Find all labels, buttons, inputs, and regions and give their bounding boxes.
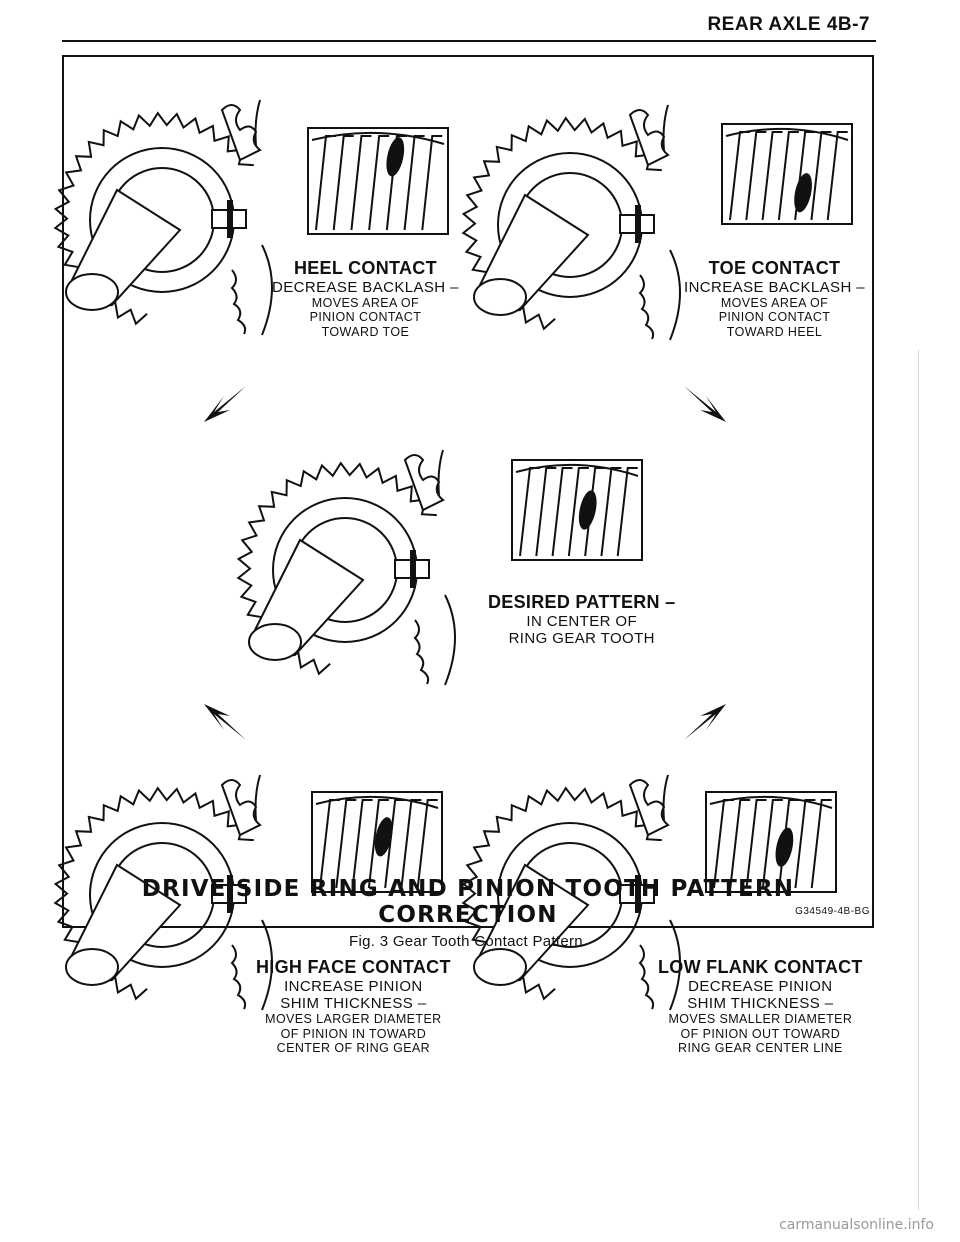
watermark: carmanualsonline.info bbox=[779, 1217, 934, 1233]
margin-rule bbox=[918, 350, 919, 1210]
gear-assembly-icon bbox=[53, 774, 273, 1011]
tooth-pattern-icon bbox=[705, 791, 837, 893]
low-flank-line2: SHIM THICKNESS – bbox=[687, 994, 834, 1012]
low-flank-line5: RING GEAR CENTER LINE bbox=[678, 1040, 843, 1055]
desired-pattern-label: DESIRED PATTERN – IN CENTER OF RING GEAR… bbox=[488, 592, 675, 647]
page-header: REAR AXLE 4B-7 bbox=[707, 14, 870, 35]
figure-frame bbox=[62, 55, 874, 928]
heel-line1: DECREASE BACKLASH – bbox=[272, 278, 459, 296]
desired-line2: RING GEAR TOOTH bbox=[508, 629, 655, 647]
tooth-pattern-icon bbox=[311, 791, 443, 893]
high-face-line2: SHIM THICKNESS – bbox=[280, 994, 427, 1012]
tooth-pattern-icon bbox=[511, 459, 643, 561]
tooth-pattern-icon bbox=[307, 127, 449, 235]
toe-line1: INCREASE BACKLASH – bbox=[684, 278, 865, 296]
tooth-pattern-icon bbox=[721, 123, 853, 225]
toe-line2: MOVES AREA OF bbox=[720, 295, 829, 310]
high-face-line3: MOVES LARGER DIAMETER bbox=[265, 1012, 442, 1027]
gear-assembly-icon bbox=[53, 99, 273, 336]
arrow-icon bbox=[684, 386, 726, 422]
heel-title: HEEL CONTACT bbox=[293, 258, 437, 278]
heel-line3: PINION CONTACT bbox=[309, 310, 422, 325]
heel-line2: MOVES AREA OF bbox=[311, 295, 420, 310]
arrow-icon bbox=[204, 704, 246, 740]
figure-title: DRIVE SIDE RING AND PINION TOOTH PATTERN… bbox=[141, 876, 795, 928]
gear-assembly-icon bbox=[461, 104, 681, 341]
high-face-line1: INCREASE PINION bbox=[284, 977, 423, 995]
desired-line1: IN CENTER OF bbox=[526, 612, 638, 630]
low-flank-contact-label: LOW FLANK CONTACT DECREASE PINION SHIM T… bbox=[658, 957, 863, 1055]
toe-title: TOE CONTACT bbox=[708, 258, 841, 278]
arrow-icon bbox=[684, 704, 726, 740]
desired-title: DESIRED PATTERN – bbox=[488, 592, 676, 612]
high-face-line5: CENTER OF RING GEAR bbox=[276, 1040, 431, 1055]
high-face-contact-label: HIGH FACE CONTACT INCREASE PINION SHIM T… bbox=[256, 957, 451, 1055]
low-flank-title: LOW FLANK CONTACT bbox=[658, 957, 863, 977]
high-face-title: HIGH FACE CONTACT bbox=[256, 957, 451, 977]
low-flank-line1: DECREASE PINION bbox=[688, 977, 833, 995]
figure-caption: Fig. 3 Gear Tooth Contact Pattern bbox=[349, 933, 583, 950]
gear-assembly-icon bbox=[236, 449, 456, 686]
arrow-icon bbox=[204, 386, 246, 422]
toe-contact-label: TOE CONTACT INCREASE BACKLASH – MOVES AR… bbox=[684, 258, 865, 339]
toe-line3: PINION CONTACT bbox=[718, 310, 831, 325]
heel-line4: TOWARD TOE bbox=[321, 324, 410, 339]
figure-code: G34549-4B-BG bbox=[795, 906, 870, 917]
low-flank-line4: OF PINION OUT TOWARD bbox=[680, 1026, 841, 1041]
toe-line4: TOWARD HEEL bbox=[726, 324, 823, 339]
header-rule bbox=[62, 40, 876, 42]
low-flank-line3: MOVES SMALLER DIAMETER bbox=[668, 1012, 853, 1027]
gear-assembly-icon bbox=[461, 774, 681, 1011]
heel-contact-label: HEEL CONTACT DECREASE BACKLASH – MOVES A… bbox=[272, 258, 459, 339]
high-face-line4: OF PINION IN TOWARD bbox=[280, 1026, 427, 1041]
